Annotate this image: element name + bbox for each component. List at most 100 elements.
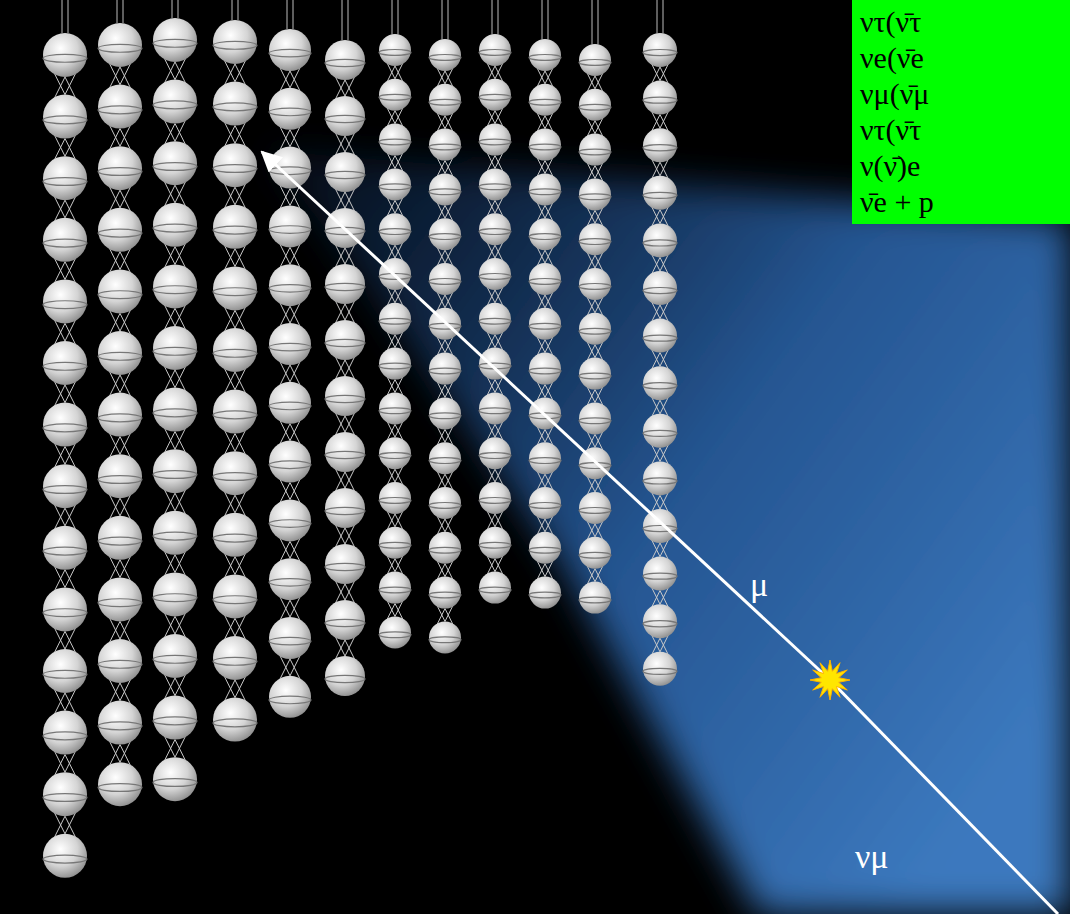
optical-module <box>98 393 142 437</box>
optical-module <box>429 218 461 250</box>
optical-module <box>479 124 511 156</box>
optical-module <box>153 203 197 247</box>
module-band <box>98 722 142 730</box>
optical-module <box>98 516 142 560</box>
optical-module <box>643 33 677 67</box>
optical-module <box>643 176 677 210</box>
optical-module <box>325 656 365 696</box>
module-band <box>429 323 461 329</box>
optical-module <box>379 213 411 245</box>
optical-module <box>98 762 142 806</box>
optical-module <box>579 134 611 166</box>
optical-module <box>643 414 677 448</box>
optical-module <box>98 85 142 129</box>
module-band <box>325 59 365 66</box>
module-band <box>153 655 197 663</box>
optical-module <box>213 82 257 126</box>
module-band <box>529 547 561 553</box>
module-band <box>429 458 461 464</box>
optical-module <box>153 326 197 370</box>
optical-module <box>429 621 461 653</box>
module-band <box>43 239 87 247</box>
optical-module <box>529 442 561 474</box>
optical-module <box>153 572 197 616</box>
string-hanger <box>657 0 658 33</box>
optical-module <box>43 279 87 323</box>
module-band <box>579 552 611 558</box>
module-band <box>43 794 87 802</box>
optical-module <box>379 124 411 156</box>
module-band <box>429 279 461 285</box>
module-band <box>98 476 142 484</box>
module-band <box>98 106 142 114</box>
module-band <box>429 144 461 150</box>
optical-module <box>579 402 611 434</box>
optical-module <box>98 331 142 375</box>
module-band <box>213 719 257 727</box>
module-band <box>269 637 311 645</box>
module-band <box>213 411 257 419</box>
optical-module <box>529 218 561 250</box>
module-band <box>479 94 511 100</box>
module-band <box>325 395 365 402</box>
module-band <box>579 194 611 200</box>
string-hanger <box>492 0 493 34</box>
string-hanger <box>392 0 393 34</box>
optical-module <box>479 168 511 200</box>
optical-module <box>643 271 677 305</box>
optical-module <box>43 95 87 139</box>
module-band <box>429 99 461 105</box>
optical-module <box>153 80 197 124</box>
module-band <box>379 50 411 56</box>
optical-module <box>213 328 257 372</box>
module-band <box>43 424 87 432</box>
optical-module <box>429 39 461 71</box>
string-hanger <box>548 0 549 39</box>
optical-module <box>98 701 142 745</box>
module-band <box>43 116 87 124</box>
muon-track <box>262 152 830 680</box>
module-band <box>269 461 311 469</box>
module-band <box>98 229 142 237</box>
optical-module <box>153 511 197 555</box>
module-band <box>269 696 311 704</box>
optical-module <box>325 40 365 80</box>
module-band <box>579 149 611 155</box>
optical-module <box>479 213 511 245</box>
neutrino-track <box>830 680 1058 914</box>
optical-module <box>479 437 511 469</box>
module-band <box>269 108 311 116</box>
module-band <box>429 503 461 509</box>
module-band <box>379 229 411 235</box>
module-band <box>213 473 257 481</box>
module-band <box>325 451 365 458</box>
module-band <box>643 49 677 55</box>
optical-module <box>269 676 311 718</box>
module-band <box>643 573 677 579</box>
module-band <box>43 670 87 678</box>
module-band <box>479 542 511 548</box>
module-band <box>579 508 611 514</box>
module-band <box>429 547 461 553</box>
optical-module <box>325 320 365 360</box>
module-band <box>529 323 561 329</box>
optical-module <box>269 205 311 247</box>
optical-module <box>43 341 87 385</box>
optical-module <box>98 269 142 313</box>
module-band <box>479 408 511 414</box>
module-band <box>213 657 257 665</box>
module-band <box>379 184 411 190</box>
module-band <box>579 104 611 110</box>
string-hanger <box>232 0 233 20</box>
optical-module <box>429 532 461 564</box>
string-hanger <box>68 0 69 33</box>
optical-module <box>43 526 87 570</box>
optical-module <box>529 39 561 71</box>
string-hanger <box>238 0 239 20</box>
optical-module <box>429 173 461 205</box>
module-band <box>379 453 411 459</box>
module-band <box>98 537 142 545</box>
module-band <box>579 239 611 245</box>
module-band <box>479 274 511 280</box>
string-hanger <box>592 0 593 44</box>
